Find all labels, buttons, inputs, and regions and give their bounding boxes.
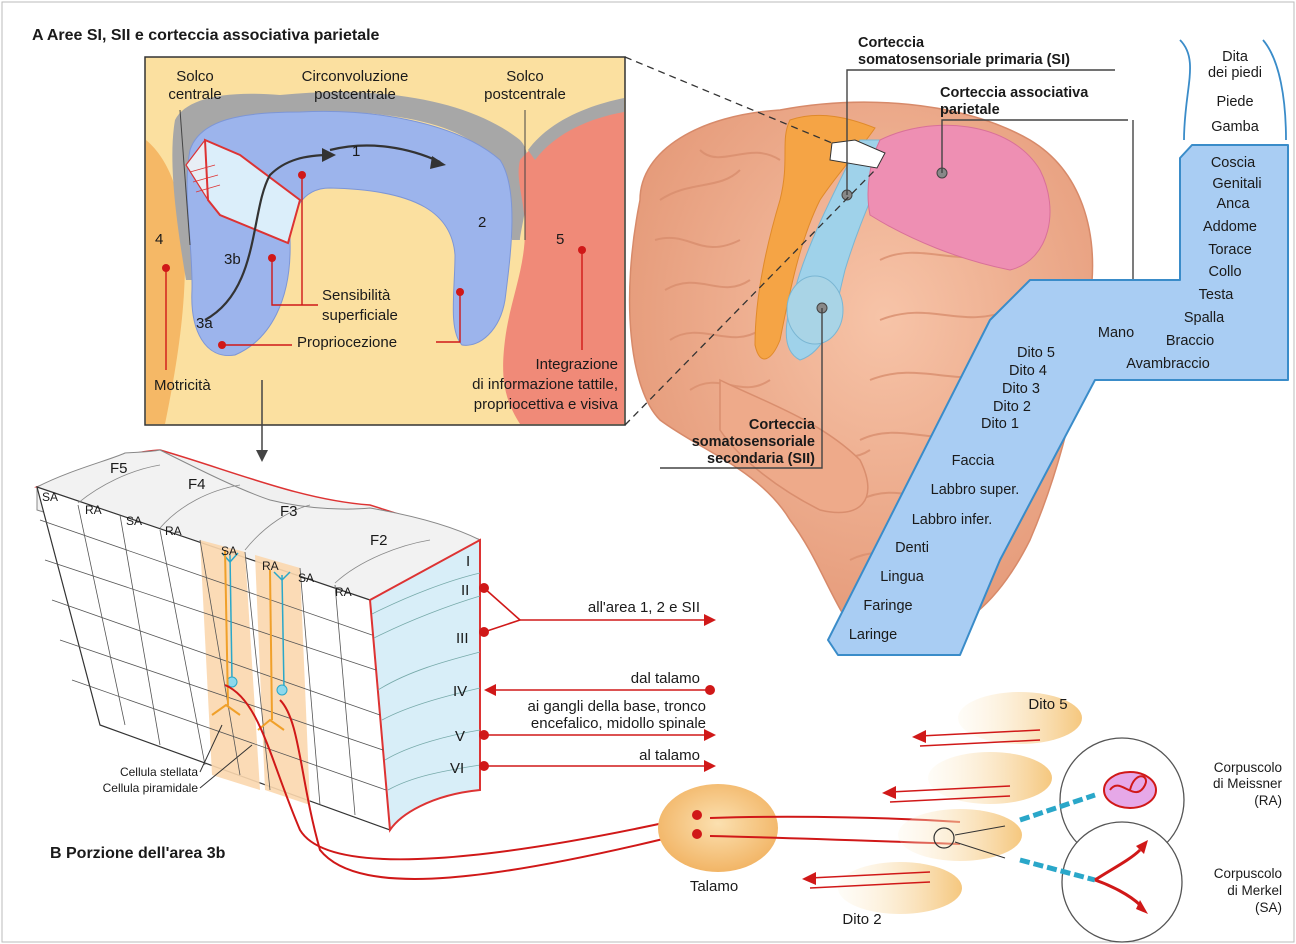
label-solco-post-1: Solco (506, 68, 544, 85)
sub-sa-2: SA (126, 514, 142, 528)
hom-laringe: Laringe (849, 627, 897, 643)
label-merkel-2: di Merkel (1227, 883, 1282, 898)
hom-gamba: Gamba (1211, 119, 1259, 135)
arrow-ganglia-2: encefalico, midollo spinale (531, 715, 706, 732)
layer-vi: VI (450, 760, 464, 777)
label-assoc-2: parietale (940, 102, 1000, 118)
hom-anca: Anca (1216, 196, 1250, 212)
sub-sa-3: SA (221, 544, 237, 558)
col-f4: F4 (188, 476, 206, 493)
label-area-4: 4 (155, 231, 163, 248)
hom-faccia: Faccia (952, 453, 996, 469)
label-solco-post-2: postcentrale (484, 86, 566, 103)
label-sii-2: somatosensoriale (692, 434, 815, 450)
label-cell-stellate: Cellula stellata (120, 765, 198, 779)
arrow-ganglia-1: ai gangli della base, tronco (528, 698, 706, 715)
label-talamo: Talamo (690, 878, 738, 895)
label-solco-centrale-1: Solco (176, 68, 214, 85)
thalamus-shape (658, 784, 778, 872)
hom-piede: Piede (1216, 94, 1253, 110)
hom-dito5: Dito 5 (1017, 345, 1055, 361)
sub-ra-4: RA (335, 585, 352, 599)
label-merkel-3: (SA) (1255, 900, 1282, 915)
layer-ii: II (461, 582, 469, 599)
label-dito5: Dito 5 (1028, 696, 1067, 713)
label-integrazione-3: propriocettiva e visiva (474, 396, 619, 413)
hom-mano: Mano (1098, 325, 1134, 341)
hom-lingua: Lingua (880, 569, 924, 585)
hom-spalla: Spalla (1184, 310, 1225, 326)
hom-addome: Addome (1203, 219, 1257, 235)
sub-ra-2: RA (165, 524, 182, 538)
hom-labbro-super: Labbro super. (931, 482, 1020, 498)
label-integrazione-1: Integrazione (535, 356, 618, 373)
label-meissner-2: di Meissner (1213, 776, 1283, 791)
label-si-2: somatosensoriale primaria (SI) (858, 52, 1070, 68)
label-motricita: Motricità (154, 377, 211, 394)
label-sii-3: secondaria (SII) (707, 451, 815, 467)
col-f2: F2 (370, 532, 388, 549)
label-cell-pyramidal: Cellula piramidale (103, 781, 199, 795)
label-sensibilita-2: superficiale (322, 307, 398, 324)
section-b-title: B Porzione dell'area 3b (50, 845, 226, 862)
layer-iii: III (456, 630, 469, 647)
label-dito2: Dito 2 (842, 911, 881, 928)
label-sii-1: Corteccia (749, 417, 816, 433)
hom-dito1: Dito 1 (981, 416, 1019, 432)
hom-braccio: Braccio (1166, 333, 1214, 349)
col-f3: F3 (280, 503, 298, 520)
layer-iv: IV (453, 683, 467, 700)
label-area-3b: 3b (224, 251, 241, 268)
col-f5: F5 (110, 460, 128, 477)
sub-sa-4: SA (298, 571, 314, 585)
fingertips (802, 692, 1082, 914)
label-solco-centrale-2: centrale (168, 86, 221, 103)
hom-collo: Collo (1208, 264, 1241, 280)
label-propriocezione: Propriocezione (297, 334, 397, 351)
hom-dito3: Dito 3 (1002, 381, 1040, 397)
section-a-title: A Aree SI, SII e corteccia associativa p… (32, 27, 380, 44)
label-circonv-1: Circonvoluzione (302, 68, 409, 85)
label-area-2: 2 (478, 214, 486, 231)
label-meissner-1: Corpuscolo (1214, 760, 1282, 775)
hom-faringe: Faringe (863, 598, 912, 614)
hom-genitali: Genitali (1212, 176, 1261, 192)
layer-i: I (466, 553, 470, 570)
label-integrazione-2: di informazione tattile, (472, 376, 618, 393)
arrow-to-area: all'area 1, 2 e SII (588, 599, 700, 616)
label-assoc-1: Corteccia associativa (940, 85, 1089, 101)
label-area-5: 5 (556, 231, 564, 248)
label-si-1: Corteccia (858, 35, 925, 51)
hom-coscia: Coscia (1211, 155, 1256, 171)
label-area-1: 1 (352, 143, 360, 160)
label-circonv-2: postcentrale (314, 86, 396, 103)
label-area-3a: 3a (196, 315, 213, 332)
hom-labbro-infer: Labbro infer. (912, 512, 993, 528)
hom-testa: Testa (1199, 287, 1235, 303)
hom-torace: Torace (1208, 242, 1252, 258)
arrow-from-thalamus: dal talamo (631, 670, 700, 687)
hom-avambraccio: Avambraccio (1126, 356, 1210, 372)
label-merkel-1: Corpuscolo (1214, 866, 1282, 881)
sub-sa-1: SA (42, 490, 58, 504)
layer-v: V (455, 728, 465, 745)
hom-dito4: Dito 4 (1009, 363, 1047, 379)
sub-ra-1: RA (85, 503, 102, 517)
label-meissner-3: (RA) (1254, 793, 1282, 808)
hom-dita-2: dei piedi (1208, 65, 1262, 81)
hom-dita-1: Dita (1222, 49, 1249, 65)
label-sensibilita-1: Sensibilità (322, 287, 391, 304)
arrow-to-thalamus: al talamo (639, 747, 700, 764)
sub-ra-3: RA (262, 559, 279, 573)
hom-dito2: Dito 2 (993, 399, 1031, 415)
hom-denti: Denti (895, 540, 929, 556)
